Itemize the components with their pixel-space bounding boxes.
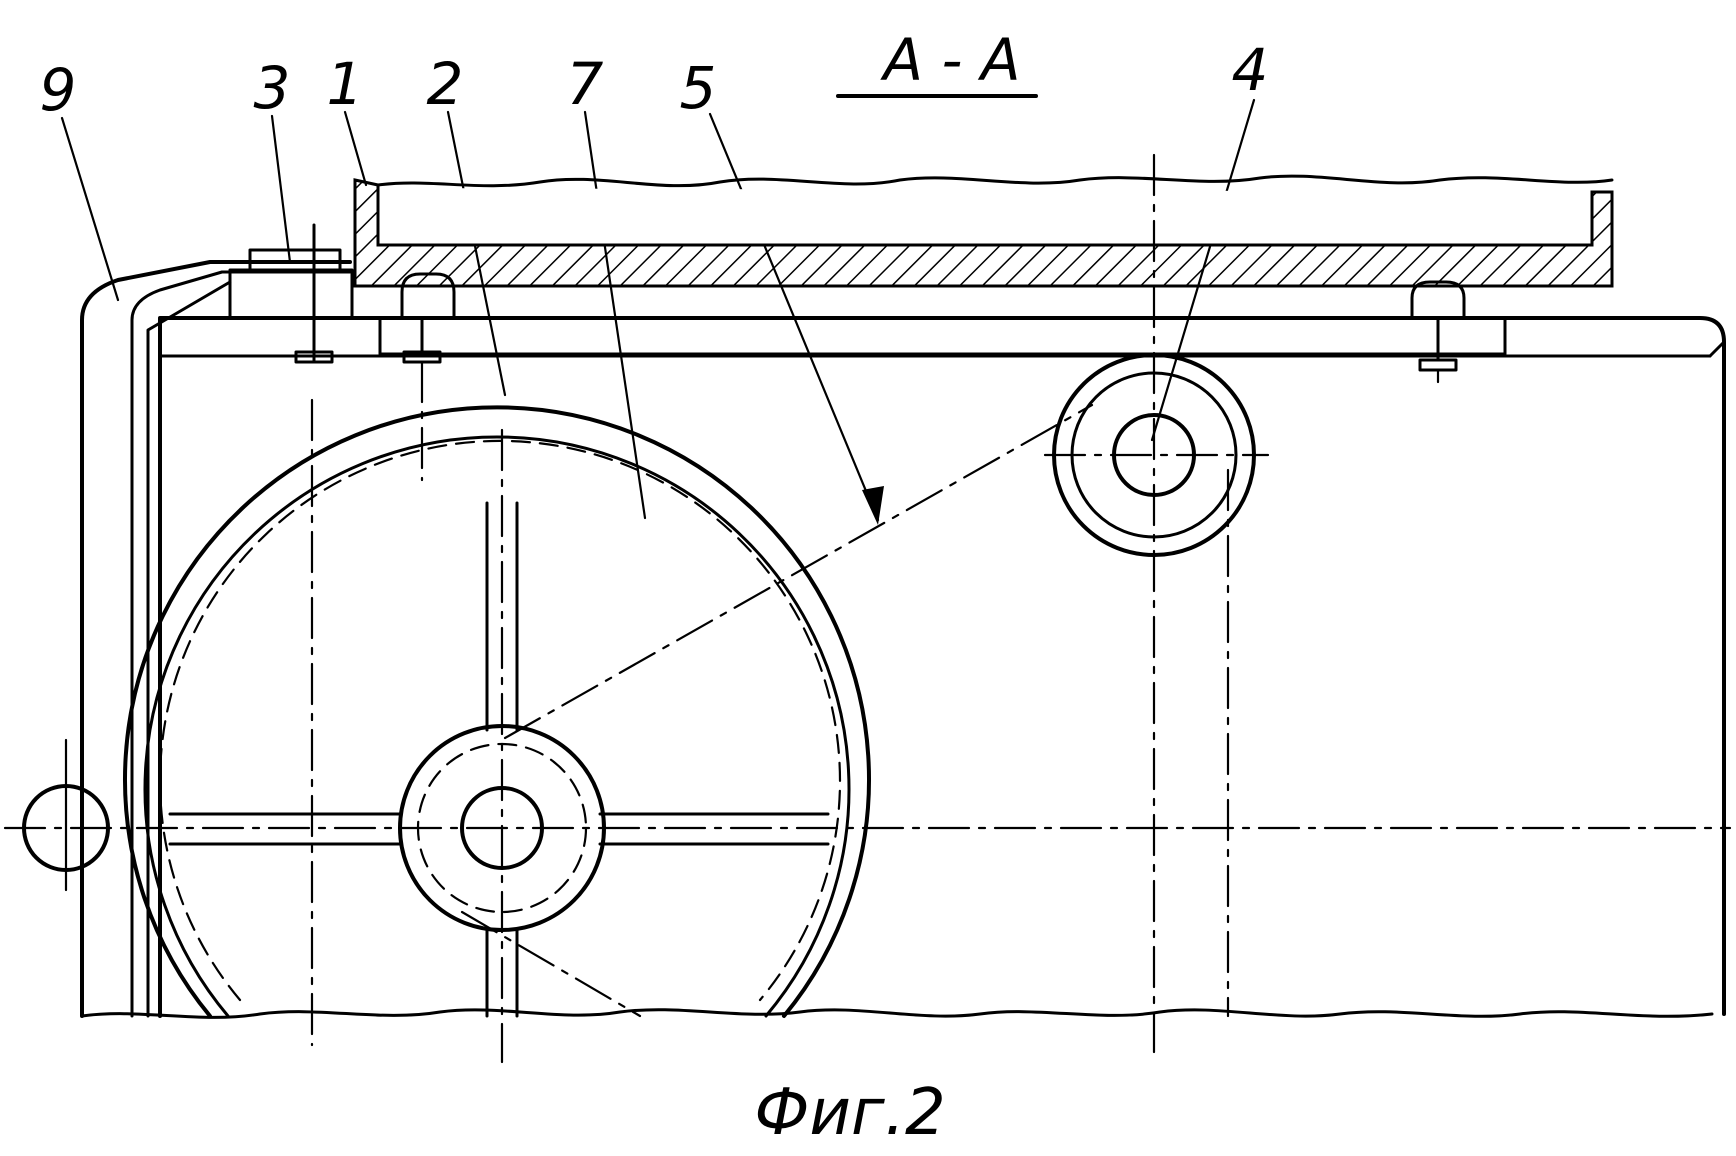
leader-lines (60, 98, 1256, 525)
figure-caption: Фиг.2 (754, 1076, 945, 1150)
callout-3: 3 (254, 54, 291, 122)
large-wheel-part-7 (123, 405, 871, 1018)
callout-1: 1 (327, 50, 364, 118)
cover-part-9 (80, 260, 352, 1018)
tray-part-1 (353, 178, 1614, 288)
section-title: A - A (879, 26, 1020, 94)
belt-part-5 (460, 403, 1094, 1018)
upper-break-line (376, 174, 1614, 188)
housing-part-2 (158, 316, 1726, 1018)
callout-7: 7 (567, 50, 604, 118)
center-lines (3, 153, 1732, 1064)
arrowhead-5 (862, 486, 884, 525)
callout-2: 2 (427, 50, 464, 118)
callout-9: 9 (40, 56, 77, 124)
callout-5: 5 (680, 54, 717, 122)
callout-4: 4 (1232, 36, 1269, 104)
bracket-part-3 (228, 223, 354, 364)
bottom-break-line (80, 1008, 1714, 1019)
